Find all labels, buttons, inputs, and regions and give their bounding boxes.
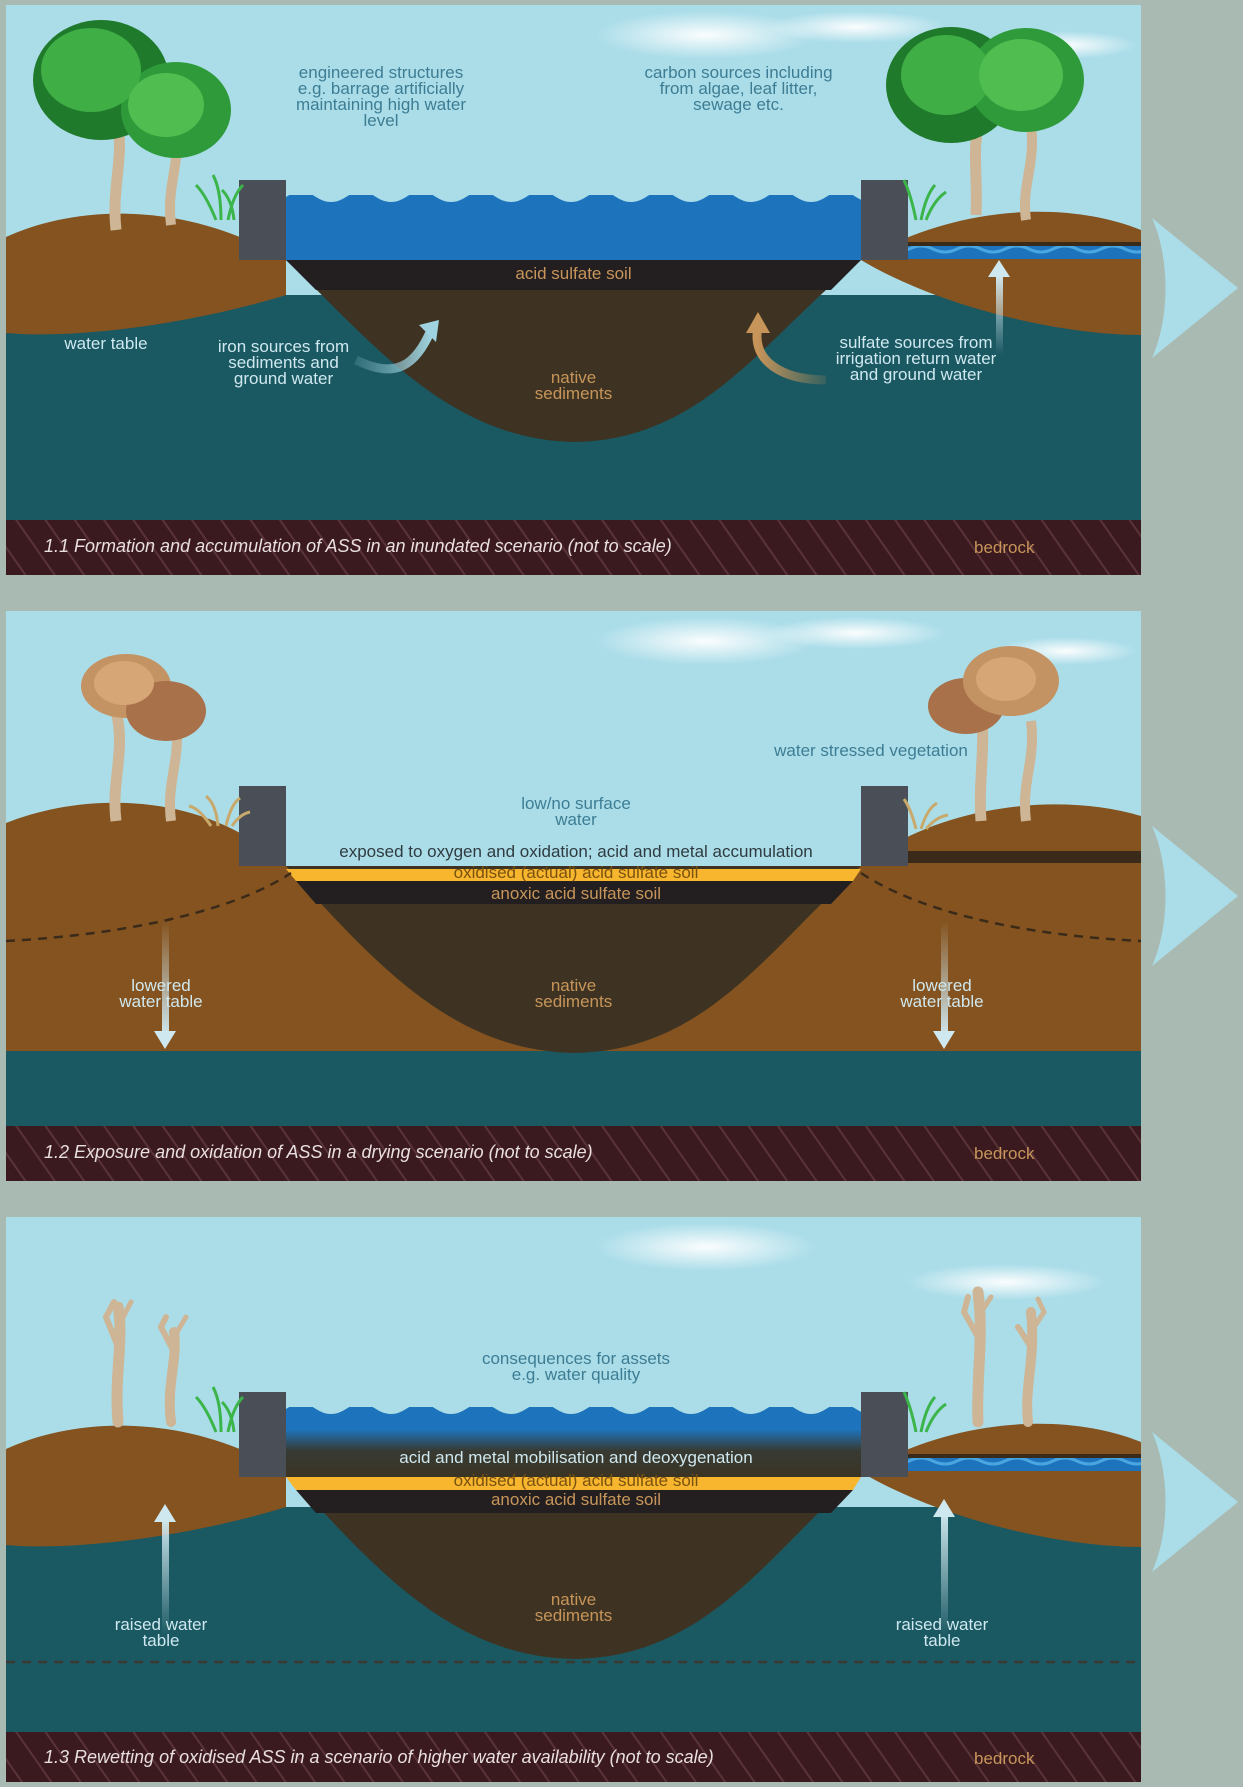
next-arrow-1 xyxy=(1152,218,1238,358)
surface-water xyxy=(286,195,861,260)
acid-sulfate-soil-layer xyxy=(286,260,861,290)
dead-tree-right xyxy=(960,1286,1047,1428)
upward-arrow-right xyxy=(996,275,1003,355)
down-arrow-left xyxy=(162,921,169,1036)
label-bedrock: bedrock xyxy=(974,1749,1035,1768)
soil-mound-left xyxy=(6,1425,286,1547)
label-consequences: consequences for assets e.g. water quali… xyxy=(481,1349,671,1384)
label-sulfate-sources: sulfate sources from irrigation return w… xyxy=(835,333,997,384)
bedrock xyxy=(6,1126,1141,1181)
label-carbon-sources: carbon sources including from algae, lea… xyxy=(644,63,833,114)
native-sediments xyxy=(286,260,861,442)
caption-panel-3: 1.3 Rewetting of oxidised ASS in a scena… xyxy=(44,1747,714,1767)
stressed-tree-left xyxy=(81,654,206,822)
bedrock xyxy=(6,520,1141,575)
iron-arrow xyxy=(353,328,436,374)
mobilisation-zone xyxy=(286,1429,861,1477)
grass-right xyxy=(902,179,947,221)
barrage-right xyxy=(861,180,908,260)
label-native-sediments: native sediments xyxy=(534,1590,613,1625)
up-arrow-right xyxy=(941,1512,948,1637)
label-lowered-right: lowered water table xyxy=(900,976,984,1011)
label-engineered-structures: engineered structures e.g. barrage artif… xyxy=(295,63,467,130)
label-mobilisation: acid and metal mobilisation and deoxygen… xyxy=(399,1448,753,1467)
label-acid-sulfate-soil: acid sulfate soil xyxy=(515,264,632,283)
anoxic-layer xyxy=(296,881,853,904)
down-arrow-right xyxy=(941,921,948,1036)
grass-right xyxy=(902,1391,947,1433)
label-raised-left: raised water table xyxy=(114,1615,208,1650)
tree-left xyxy=(33,20,231,231)
grass-left xyxy=(194,174,245,221)
next-arrow-3 xyxy=(1152,1432,1238,1572)
caption-panel-1: 1.1 Formation and accumulation of ASS in… xyxy=(44,536,672,556)
oxidised-layer xyxy=(286,869,861,881)
label-native-sediments: native sediments xyxy=(534,976,613,1011)
barrage-left xyxy=(239,786,286,866)
dead-tree-left xyxy=(102,1299,189,1428)
label-exposed: exposed to oxygen and oxidation; acid an… xyxy=(339,842,813,861)
bedrock xyxy=(6,1732,1141,1782)
former-water-table-left xyxy=(6,871,292,943)
label-lowered-left: lowered water table xyxy=(119,976,203,1011)
label-anoxic: anoxic acid sulfate soil xyxy=(490,884,662,903)
stressed-tree-right xyxy=(928,646,1059,822)
panel-1-inundated: engineered structures e.g. barrage artif… xyxy=(6,5,1141,575)
label-anoxic: anoxic acid sulfate soil xyxy=(490,1490,662,1509)
tree-right xyxy=(886,27,1084,221)
label-iron-sources: iron sources from sediments and ground w… xyxy=(217,337,350,388)
up-arrow-left xyxy=(162,1517,169,1637)
label-native-sediments: native sediments xyxy=(534,368,613,403)
next-arrow-2 xyxy=(1152,826,1238,966)
label-bedrock: bedrock xyxy=(974,1144,1035,1163)
label-oxidised: oxidised (actual) acid sulfate soil xyxy=(453,863,699,882)
panel-3-illustration xyxy=(6,1217,1141,1782)
barrage-left xyxy=(239,180,286,260)
panel-1-illustration xyxy=(6,5,1141,575)
barrage-right xyxy=(861,786,908,866)
groundwater xyxy=(6,1051,1141,1131)
cloud xyxy=(596,11,816,59)
dry-grass-right xyxy=(902,798,949,830)
sulfate-arrow xyxy=(752,326,827,385)
grass-left xyxy=(194,1386,245,1433)
label-water-stressed: water stressed vegetation xyxy=(774,741,968,760)
soil-mound-left xyxy=(6,213,286,335)
barrage-left xyxy=(239,1392,286,1477)
panel-3-rewetting: consequences for assets e.g. water quali… xyxy=(6,1217,1141,1787)
native-sediments xyxy=(286,866,861,1053)
former-water-table-right xyxy=(860,871,1141,943)
panel-2-illustration xyxy=(6,611,1141,1181)
label-oxidised: oxidised (actual) acid sulfate soil xyxy=(453,1471,699,1490)
anoxic-layer xyxy=(296,1490,853,1513)
native-sediments xyxy=(286,1472,861,1659)
dry-grass-left xyxy=(188,794,251,827)
label-low-surface-water: low/no surface water xyxy=(521,794,631,829)
label-water-table: water table xyxy=(64,334,148,353)
barrage-right xyxy=(861,1392,908,1477)
panel-2-drying: water stressed vegetation low/no surface… xyxy=(6,611,1141,1181)
label-bedrock: bedrock xyxy=(974,538,1035,557)
label-raised-right: raised water table xyxy=(895,1615,989,1650)
oxidised-layer xyxy=(286,1477,861,1490)
caption-panel-2: 1.2 Exposure and oxidation of ASS in a d… xyxy=(44,1142,593,1162)
